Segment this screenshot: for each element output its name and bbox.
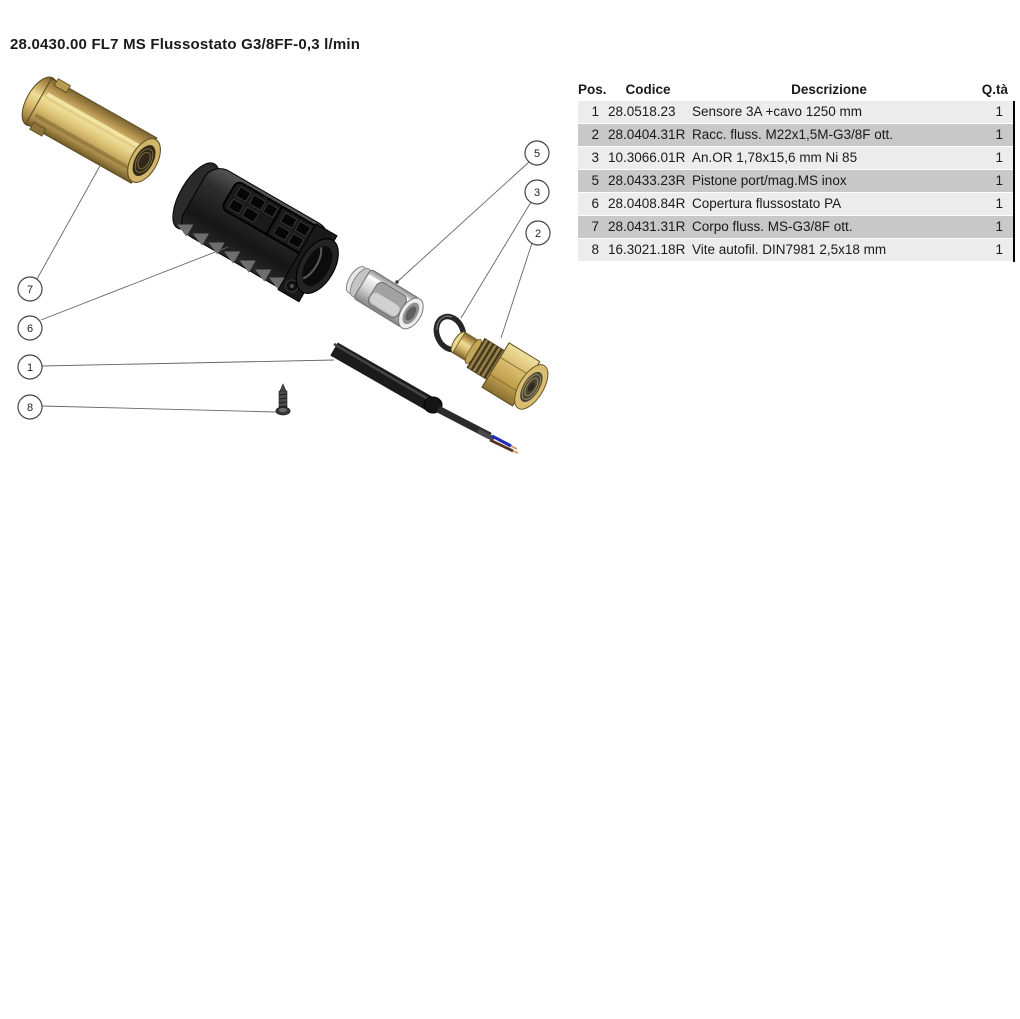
table-row: 3 10.3066.01R An.OR 1,78x15,6 mm Ni 85 1 bbox=[578, 146, 1015, 170]
leader-6 bbox=[40, 246, 229, 321]
balloon-5-label: 5 bbox=[534, 148, 540, 160]
wire-blue bbox=[491, 434, 512, 448]
header-pos: Pos. bbox=[578, 82, 607, 97]
sensor-collar bbox=[423, 396, 443, 414]
cover-label-marks bbox=[228, 186, 312, 249]
leader-5-dot bbox=[395, 280, 399, 284]
leader-lines bbox=[36, 161, 533, 413]
cell-descrizione: An.OR 1,78x15,6 mm Ni 85 bbox=[690, 146, 968, 170]
cell-pos: 8 bbox=[578, 238, 606, 262]
table-row: 7 28.0431.31R Corpo fluss. MS-G3/8F ott.… bbox=[578, 215, 1015, 239]
balloon-2-label: 2 bbox=[535, 228, 541, 240]
balloon-6: 6 bbox=[17, 315, 43, 341]
exploded-view-diagram: 7 6 1 8 5 3 2 bbox=[17, 76, 551, 454]
leader-7 bbox=[36, 163, 102, 280]
cell-qta: 1 bbox=[968, 146, 1015, 170]
cell-descrizione: Sensore 3A +cavo 1250 mm bbox=[690, 101, 968, 124]
cell-qta: 1 bbox=[968, 123, 1015, 147]
cell-codice: 28.0404.31R bbox=[606, 123, 690, 147]
wire-tip bbox=[510, 445, 518, 450]
cell-pos: 2 bbox=[578, 123, 606, 147]
header-descrizione: Descrizione bbox=[791, 82, 867, 97]
table-row: 1 28.0518.23 Sensore 3A +cavo 1250 mm 1 bbox=[578, 101, 1015, 124]
wire-tip bbox=[512, 450, 519, 454]
cell-codice: 10.3066.01R bbox=[606, 146, 690, 170]
table-row: 5 28.0433.23R Pistone port/mag.MS inox 1 bbox=[578, 169, 1015, 193]
balloon-8-label: 8 bbox=[27, 402, 33, 414]
cell-pos: 6 bbox=[578, 192, 606, 216]
cell-codice: 28.0433.23R bbox=[606, 169, 690, 193]
header-codice: Codice bbox=[625, 82, 671, 97]
cell-descrizione: Copertura flussostato PA bbox=[690, 192, 968, 216]
cell-qta: 1 bbox=[968, 215, 1015, 239]
page-title: 28.0430.00 FL7 MS Flussostato G3/8FF-0,3… bbox=[10, 36, 361, 53]
wire-brown bbox=[489, 438, 514, 453]
part-sensore-cavo bbox=[330, 342, 519, 454]
cell-pos: 1 bbox=[578, 101, 606, 124]
balloon-6-label: 6 bbox=[27, 323, 33, 335]
header-qta: Q.tà bbox=[981, 82, 1008, 97]
cell-pos: 3 bbox=[578, 146, 606, 170]
part-pistone bbox=[345, 266, 424, 330]
cell-descrizione: Vite autofil. DIN7981 2,5x18 mm bbox=[690, 238, 968, 262]
leader-1 bbox=[41, 359, 335, 367]
part-corpo-flussostato bbox=[21, 76, 161, 184]
balloon-3-label: 3 bbox=[534, 187, 540, 199]
leader-8 bbox=[41, 405, 277, 413]
cell-descrizione: Corpo fluss. MS-G3/8F ott. bbox=[690, 215, 968, 239]
cell-qta: 1 bbox=[968, 101, 1015, 124]
part-raccordo bbox=[450, 331, 549, 410]
cell-codice: 16.3021.18R bbox=[606, 238, 690, 262]
balloon-1: 1 bbox=[17, 354, 43, 380]
cell-codice: 28.0518.23 bbox=[606, 101, 690, 124]
cell-qta: 1 bbox=[968, 192, 1015, 216]
cell-pos: 7 bbox=[578, 215, 606, 239]
balloon-8: 8 bbox=[17, 394, 43, 420]
part-copertura-flussostato bbox=[172, 162, 339, 303]
balloon-2: 2 bbox=[525, 220, 551, 246]
cell-pos: 5 bbox=[578, 169, 606, 193]
cell-descrizione: Racc. fluss. M22x1,5M-G3/8F ott. bbox=[690, 123, 968, 147]
cell-descrizione: Pistone port/mag.MS inox bbox=[690, 169, 968, 193]
table-row: 2 28.0404.31R Racc. fluss. M22x1,5M-G3/8… bbox=[578, 123, 1015, 147]
balloon-1-label: 1 bbox=[27, 362, 33, 374]
table-row: 8 16.3021.18R Vite autofil. DIN7981 2,5x… bbox=[578, 238, 1015, 262]
table-header-row: Pos. Codice Descrizione Q.tà bbox=[578, 80, 1014, 101]
balloon-7-label: 7 bbox=[27, 284, 33, 296]
balloon-3: 3 bbox=[524, 179, 550, 205]
balloon-5: 5 bbox=[524, 140, 550, 166]
cover-ribs bbox=[177, 224, 286, 290]
balloon-7: 7 bbox=[17, 276, 43, 302]
part-vite bbox=[275, 383, 291, 416]
cell-qta: 1 bbox=[968, 169, 1015, 193]
cell-qta: 1 bbox=[968, 238, 1015, 262]
leader-3 bbox=[460, 201, 532, 319]
parts-table: Pos. Codice Descrizione Q.tà 1 28.0518.2… bbox=[578, 80, 1015, 262]
leader-2 bbox=[500, 242, 533, 339]
cell-codice: 28.0431.31R bbox=[606, 215, 690, 239]
leader-5 bbox=[396, 161, 530, 283]
cell-codice: 28.0408.84R bbox=[606, 192, 690, 216]
table-row: 6 28.0408.84R Copertura flussostato PA 1 bbox=[578, 192, 1015, 216]
